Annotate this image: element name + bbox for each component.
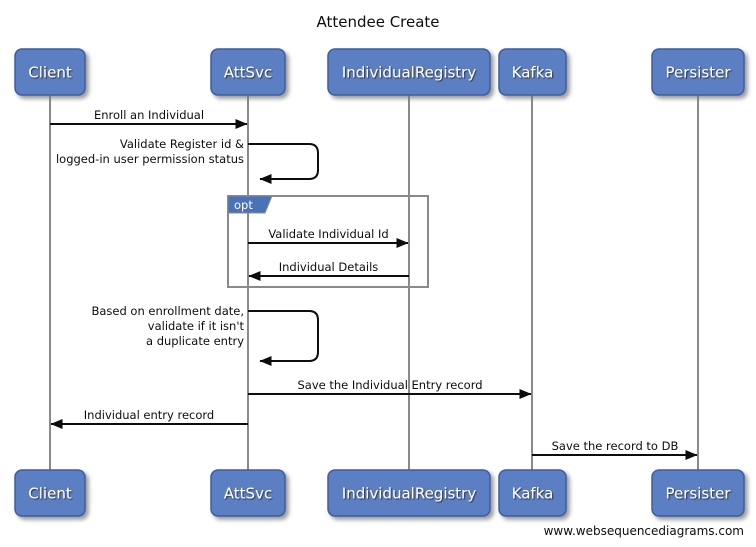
participant-box[interactable]: [651, 469, 745, 517]
participant-box[interactable]: [210, 48, 286, 96]
message-7-return: Individual entry record: [50, 408, 248, 429]
participant-label: Kafka: [512, 485, 554, 503]
participant-box[interactable]: [210, 469, 286, 517]
message-label: a duplicate entry: [146, 334, 244, 348]
message-label: Save the record to DB: [552, 439, 679, 453]
message-label: Individual entry record: [84, 408, 214, 422]
participant-label: Persister: [666, 485, 732, 503]
participant-client-top[interactable]: Client: [14, 48, 86, 96]
participant-box[interactable]: [498, 48, 567, 96]
watermark-label: www.websequencediagrams.com: [544, 524, 744, 538]
fragments-group: opt: [227, 195, 429, 288]
participant-box[interactable]: [327, 469, 491, 517]
actor-boxes-bottom: Client AttSvc IndividualRegistry Kafka Persi…: [14, 469, 745, 517]
participant-box[interactable]: [498, 469, 567, 517]
message-3-call: Validate Individual Id: [248, 227, 409, 248]
fragment-opt: opt: [227, 195, 429, 288]
lifelines-group: [49, 95, 699, 472]
participant-label: AttSvc: [224, 485, 272, 503]
fragment-border: [227, 195, 429, 288]
message-label: Validate Register id &: [120, 137, 244, 151]
fragment-label: opt: [234, 198, 253, 212]
participant-persister-bottom[interactable]: Persister: [651, 469, 745, 517]
message-5-self: Based on enrollment date,validate if it …: [91, 304, 319, 366]
participant-registry-bottom[interactable]: IndividualRegistry: [327, 469, 491, 517]
participant-kafka-bottom[interactable]: Kafka: [498, 469, 567, 517]
self-message-arrow: [248, 143, 319, 184]
message-4-return: Individual Details: [248, 260, 409, 281]
message-1-call: Enroll an Individual: [50, 108, 248, 129]
participant-client-bottom[interactable]: Client: [14, 469, 86, 517]
message-label: logged-in user permission status: [56, 152, 244, 166]
participant-label: IndividualRegistry: [342, 485, 477, 503]
participant-label: IndividualRegistry: [342, 64, 477, 82]
participant-box[interactable]: [14, 48, 86, 96]
participant-label: Client: [28, 64, 72, 82]
fragment-tab: [227, 195, 273, 214]
participant-box[interactable]: [14, 469, 86, 517]
participant-attsvc-bottom[interactable]: AttSvc: [210, 469, 286, 517]
participant-label: AttSvc: [224, 64, 272, 82]
message-label: Individual Details: [279, 260, 379, 274]
message-label: Enroll an Individual: [94, 108, 204, 122]
participant-label: Client: [28, 485, 72, 503]
message-label: Save the Individual Entry record: [297, 378, 482, 392]
message-6-call: Save the Individual Entry record: [248, 378, 532, 399]
page-title: Attendee Create: [316, 13, 439, 31]
message-8-call: Save the record to DB: [532, 439, 698, 460]
actor-boxes-top: Client AttSvc IndividualRegistry Kafka Persi…: [14, 48, 745, 96]
participant-label: Persister: [666, 64, 732, 82]
self-message-arrow: [248, 310, 319, 366]
participant-persister-top[interactable]: Persister: [651, 48, 745, 96]
message-label: Validate Individual Id: [268, 227, 388, 241]
participant-box[interactable]: [651, 48, 745, 96]
participant-label: Kafka: [512, 64, 554, 82]
participant-attsvc-top[interactable]: AttSvc: [210, 48, 286, 96]
participant-registry-top[interactable]: IndividualRegistry: [327, 48, 491, 96]
participant-box[interactable]: [327, 48, 491, 96]
message-label: Based on enrollment date,: [91, 304, 244, 318]
message-2-self: Validate Register id &logged-in user per…: [56, 137, 319, 184]
message-label: validate if it isn't: [148, 319, 245, 333]
participant-kafka-top[interactable]: Kafka: [498, 48, 567, 96]
